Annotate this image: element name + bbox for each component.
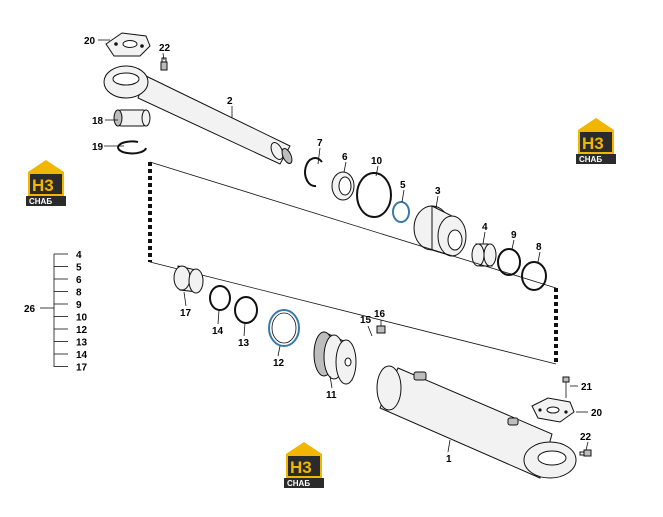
kit-item-label: 8 [76, 288, 82, 299]
kit-item-label: 9 [76, 300, 82, 311]
part-3-cylinder-head [413, 205, 467, 257]
kit-item-label: 4 [76, 250, 82, 261]
watermark-logo-left: H3 СНАБ [26, 160, 66, 206]
kit-item-label: 10 [76, 313, 88, 324]
part-6-wiper [331, 171, 355, 201]
watermark-logo-bottom: H3 СНАБ [284, 442, 324, 488]
callout-8: 8 [536, 242, 542, 253]
callout-20-bottom: 20 [591, 408, 603, 419]
callout-11: 11 [326, 390, 337, 401]
callout-22-top: 22 [159, 43, 171, 54]
part-14-seal-ring [209, 285, 231, 311]
part-20-mounting-plate [105, 32, 151, 57]
callout-9: 9 [511, 230, 517, 241]
leader-lines [98, 39, 589, 453]
part-18-bearing [113, 109, 151, 127]
callout-3: 3 [435, 186, 441, 197]
callout-7: 7 [317, 138, 323, 149]
callout-6: 6 [342, 152, 348, 163]
callout-16: 16 [374, 309, 386, 320]
callout-17: 17 [180, 308, 192, 319]
callout-14: 14 [212, 326, 224, 337]
part-22-grease-nipple-bottom [579, 449, 592, 457]
svg-text:H3: H3 [582, 134, 604, 153]
part-5-backup-ring [392, 201, 410, 223]
callout-labels: 20 22 2 18 19 7 6 10 5 3 4 9 8 17 14 13 … [84, 36, 603, 465]
callout-2: 2 [227, 96, 233, 107]
callout-21: 21 [581, 382, 593, 393]
part-1-cylinder-tube [376, 365, 577, 479]
part-16-screw [376, 320, 386, 334]
part-4-guide-ring [471, 243, 497, 267]
svg-text:СНАБ: СНАБ [29, 197, 52, 206]
callout-22-bottom: 22 [580, 432, 592, 443]
kit-item-label: 14 [76, 350, 88, 361]
part-2-piston-rod [103, 65, 293, 165]
callout-20-top: 20 [84, 36, 96, 47]
callout-1: 1 [446, 454, 452, 465]
callout-5: 5 [400, 180, 406, 191]
kit-label-26: 26 [24, 304, 36, 315]
callout-15: 15 [360, 315, 372, 326]
part-8-seal-ring [521, 261, 547, 291]
assembly-frame-dashed [148, 161, 558, 365]
part-20-mounting-plate-bottom [531, 397, 575, 423]
svg-text:H3: H3 [32, 176, 54, 195]
kit-item-label: 13 [76, 338, 88, 349]
part-19-circlip [117, 140, 147, 155]
part-7-snap-ring [304, 157, 323, 188]
part-21-bolt [562, 376, 570, 398]
svg-text:H3: H3 [290, 458, 312, 477]
part-11-piston [313, 331, 357, 385]
svg-text:СНАБ: СНАБ [287, 479, 310, 488]
callout-12: 12 [273, 358, 285, 369]
callout-10: 10 [371, 156, 383, 167]
part-13-seal-ring [234, 296, 258, 324]
part-9-seal-ring [497, 248, 521, 276]
callout-13: 13 [238, 338, 250, 349]
callout-18: 18 [92, 116, 104, 127]
watermark-logo-right: H3 СНАБ [576, 118, 616, 164]
callout-4: 4 [482, 222, 488, 233]
svg-text:СНАБ: СНАБ [579, 155, 602, 164]
callout-19: 19 [92, 142, 104, 153]
kit-item-label: 6 [76, 275, 82, 286]
part-10-o-ring [356, 172, 392, 218]
kit-item-label: 12 [76, 325, 88, 336]
kit-item-label: 5 [76, 263, 82, 274]
part-17-bushing [173, 265, 204, 294]
part-12-piston-seal [268, 309, 300, 347]
kit-item-label: 17 [76, 363, 88, 374]
